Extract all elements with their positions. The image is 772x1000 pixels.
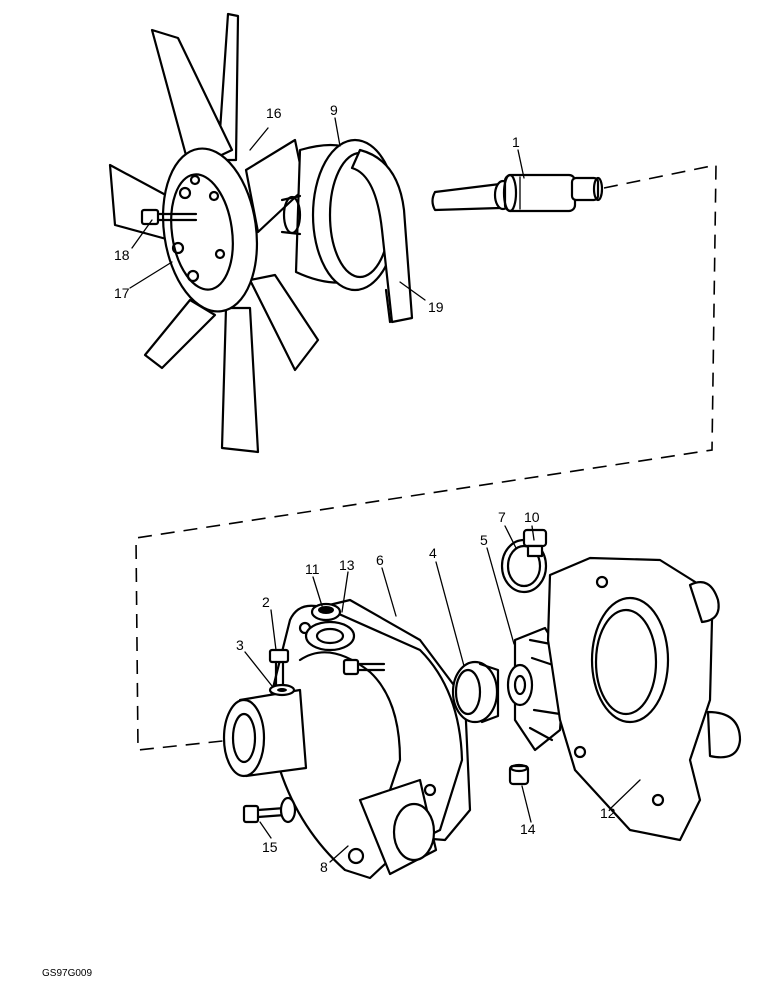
part-label-9: 9 xyxy=(330,102,338,118)
fan-blades xyxy=(108,12,320,454)
part-label-10: 10 xyxy=(524,509,540,525)
fan-assembly xyxy=(108,12,604,454)
part-label-2: 2 xyxy=(262,594,270,610)
fan-hub xyxy=(161,147,259,313)
part-label-1: 1 xyxy=(512,134,520,150)
part-label-14: 14 xyxy=(520,821,536,837)
drive-belt xyxy=(350,148,414,324)
part-label-15: 15 xyxy=(262,839,278,855)
fan-bolt xyxy=(140,208,198,226)
drawing-code: GS97G009 xyxy=(42,968,92,979)
lower-bolt xyxy=(242,796,297,824)
part-label-3: 3 xyxy=(236,637,244,653)
assembly-guide-line xyxy=(135,164,717,751)
pump-bearing-shaft xyxy=(431,173,604,213)
pump-backplate xyxy=(546,556,742,842)
pump-housing-assembly xyxy=(222,598,472,880)
part-label-19: 19 xyxy=(428,299,444,315)
part-label-6: 6 xyxy=(376,552,384,568)
pump-seal xyxy=(451,660,500,724)
part-label-8: 8 xyxy=(320,859,328,875)
part-label-4: 4 xyxy=(429,545,437,561)
part-label-13: 13 xyxy=(339,557,355,573)
part-label-11: 11 xyxy=(305,561,320,577)
part-labels: 1 2 3 4 5 6 7 8 9 10 11 12 13 14 15 16 1… xyxy=(114,102,616,875)
lower-outlet xyxy=(358,778,438,876)
part-label-7: 7 xyxy=(498,509,506,525)
part-label-16: 16 xyxy=(266,105,282,121)
inlet-pipe xyxy=(222,688,308,778)
part-label-12: 12 xyxy=(600,805,616,821)
outlet-boss xyxy=(304,602,356,652)
drain-plug xyxy=(522,528,548,558)
housing-stud xyxy=(342,658,386,676)
housing-bolt xyxy=(268,648,296,697)
sleeve xyxy=(508,763,530,786)
part-label-5: 5 xyxy=(480,532,488,548)
part-label-18: 18 xyxy=(114,247,130,263)
leader-lines xyxy=(129,117,641,863)
part-label-17: 17 xyxy=(114,285,130,301)
